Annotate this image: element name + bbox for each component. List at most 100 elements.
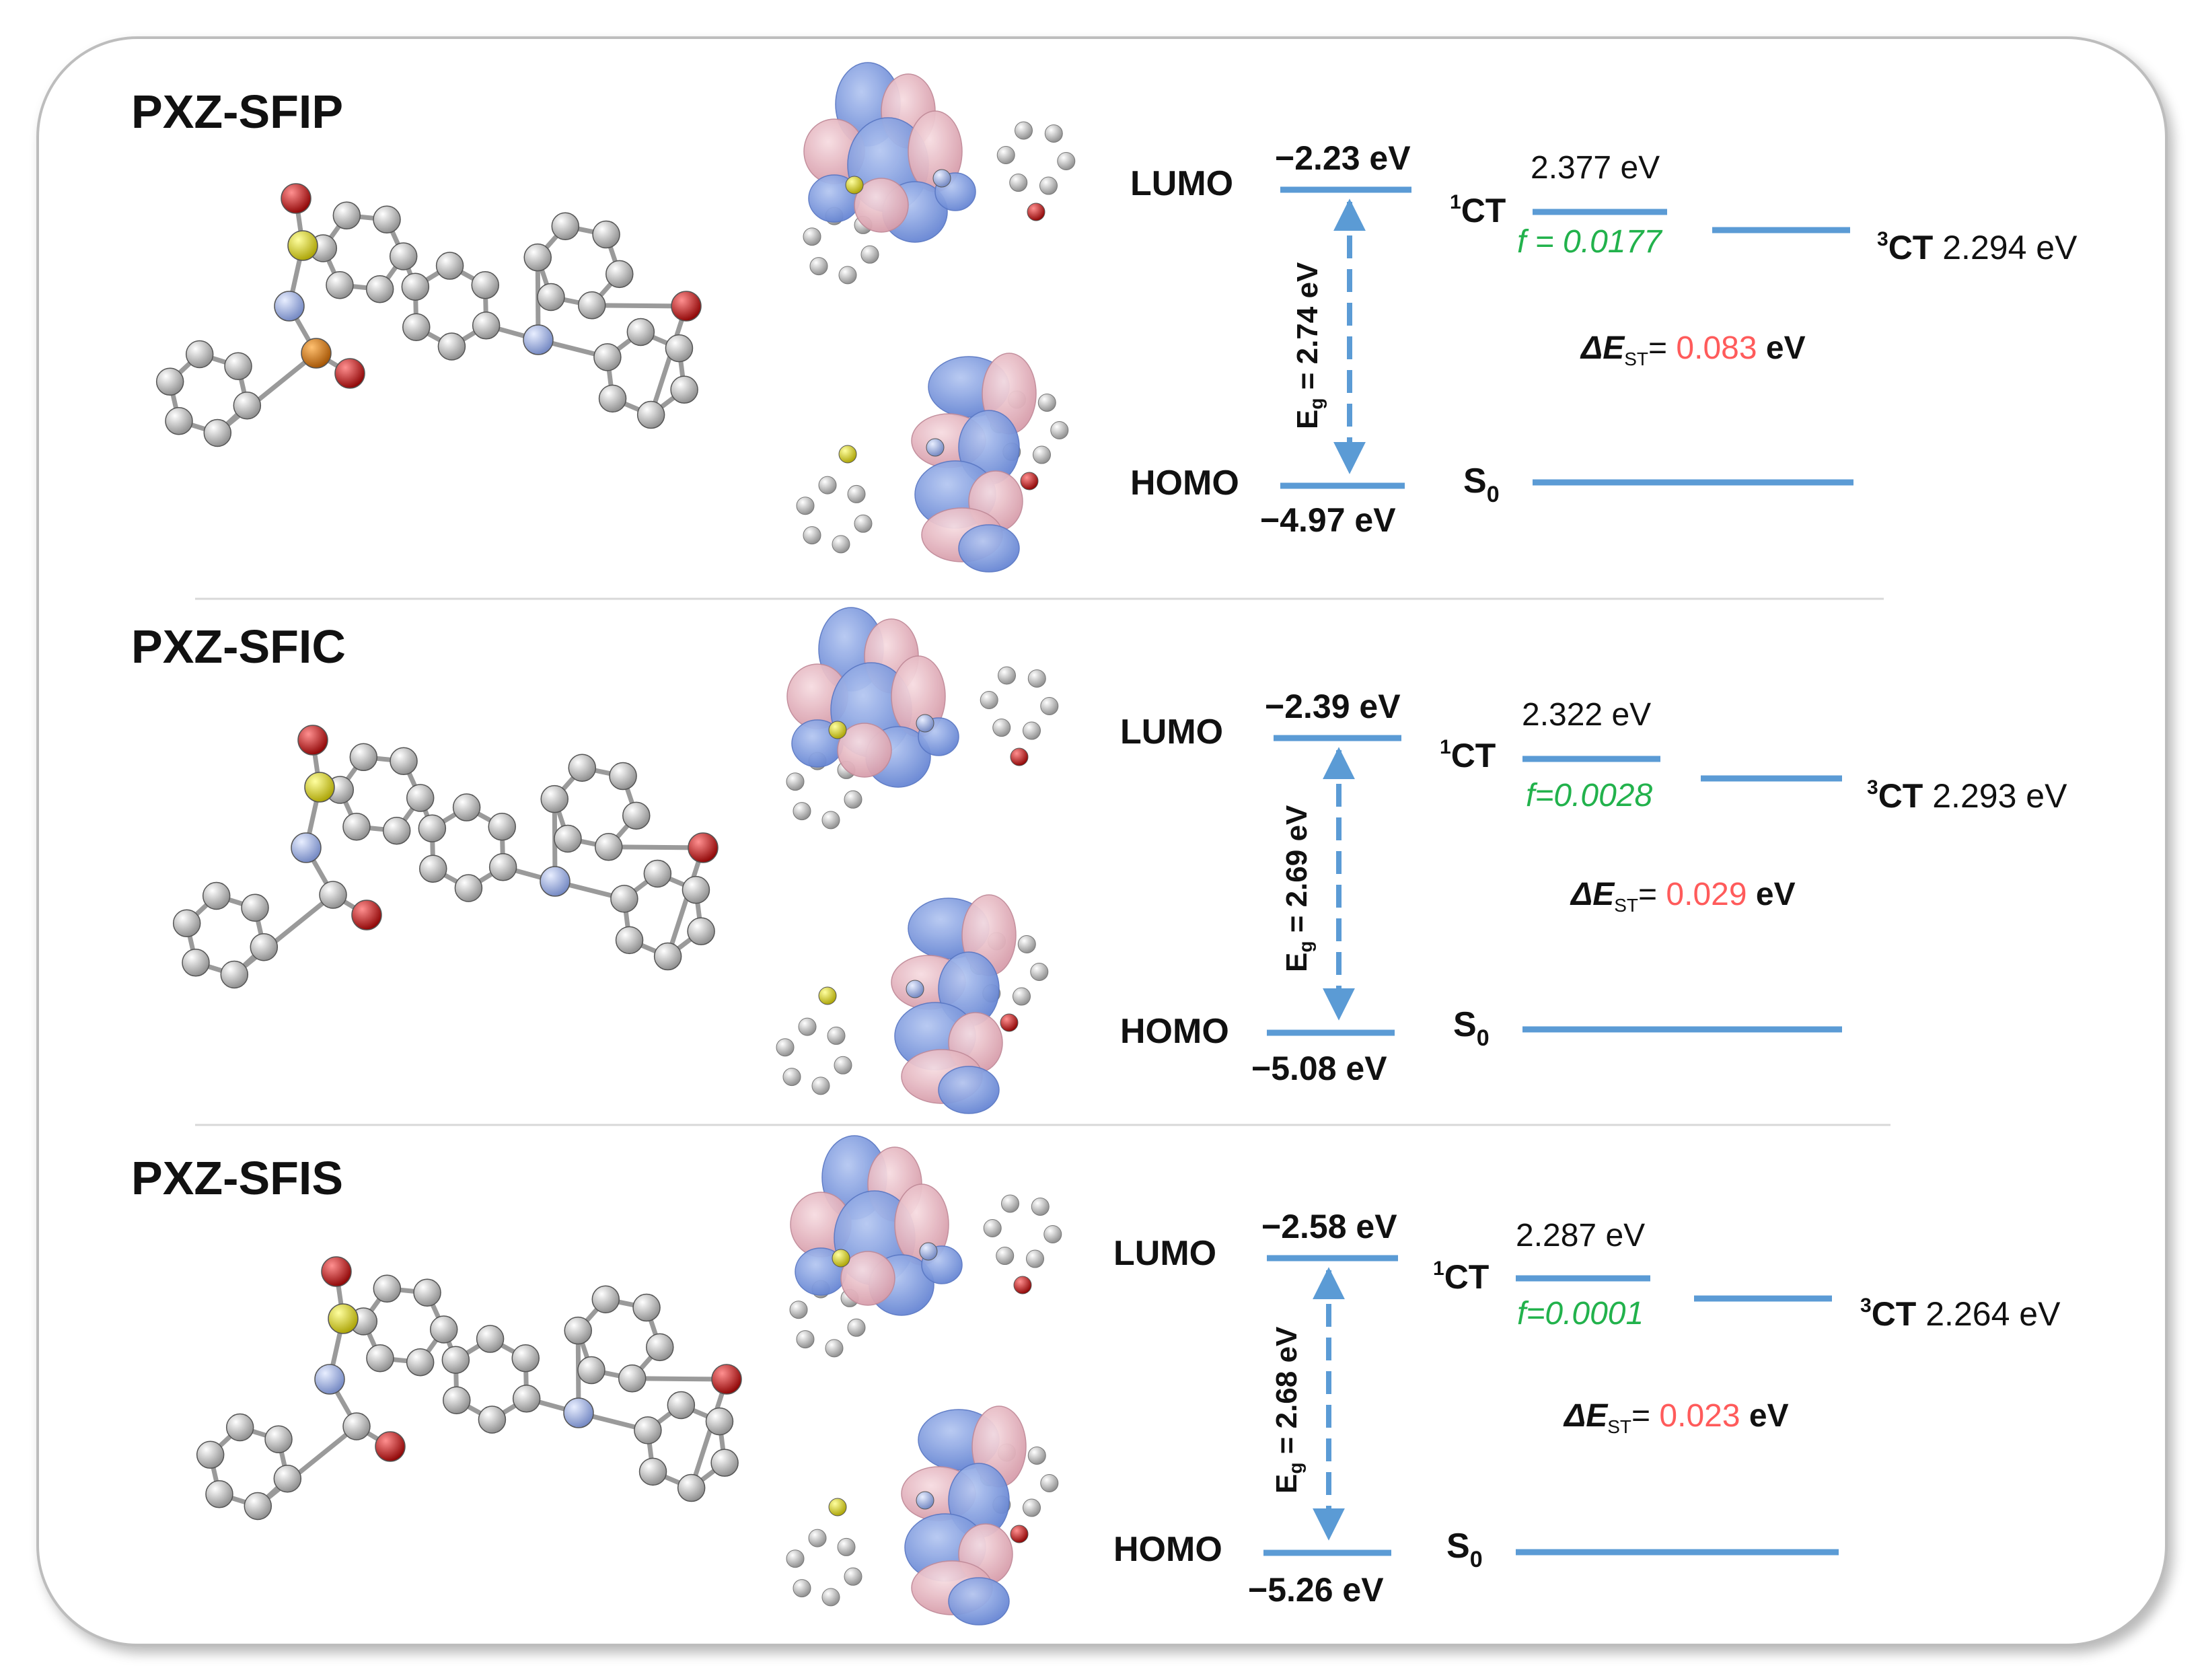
oxygen-atom (711, 1364, 742, 1395)
carbon-atom (1043, 1225, 1062, 1243)
bond (689, 1378, 729, 1489)
oxygen-atom (1020, 472, 1039, 490)
carbon-atom (793, 1579, 811, 1598)
carbon-atom (264, 1425, 293, 1453)
carbon-atom (478, 1405, 507, 1434)
orbital-lobe-negative (854, 178, 909, 233)
carbon-atom (452, 793, 481, 821)
oxygen-atom (297, 725, 328, 756)
lumo-orbital-surface (803, 62, 1076, 285)
lumo-orbital-surface (786, 607, 1059, 830)
carbon-atom (241, 893, 269, 922)
carbon-atom (326, 270, 354, 299)
carbon-atom (419, 854, 447, 883)
singlet-ct-label: 1CT (1433, 1257, 1489, 1296)
carbon-atom (598, 384, 627, 413)
sulfur-atom (838, 445, 857, 464)
orbital-lobe-negative (837, 723, 892, 778)
carbon-atom (1001, 1194, 1020, 1213)
homo-label: HOMO (1113, 1530, 1222, 1569)
carbon-atom (591, 1285, 620, 1313)
homo-energy: −5.26 eV (1248, 1571, 1384, 1609)
carbon-atom (472, 312, 501, 340)
carbon-atom (1050, 421, 1069, 439)
nitrogen-atom (916, 1491, 934, 1510)
carbon-atom (844, 1567, 862, 1586)
carbon-atom (196, 1440, 225, 1469)
oxygen-atom (281, 183, 311, 214)
carbon-atom (443, 1386, 471, 1414)
carbon-atom (273, 1464, 302, 1493)
carbon-atom (441, 1346, 470, 1374)
carbon-atom (488, 813, 516, 841)
homo-energy: −5.08 eV (1251, 1050, 1387, 1087)
nitrogen-atom (563, 1397, 594, 1428)
carbon-atom (250, 933, 279, 961)
nitrogen-atom (932, 169, 951, 188)
carbon-atom (342, 812, 371, 841)
carbon-atom (808, 1529, 827, 1547)
singlet-triplet-gap: ΔEST= 0.023 eV (1563, 1398, 1789, 1437)
nitrogen-atom (919, 1242, 938, 1261)
phosphorus-atom (301, 338, 332, 369)
carbon-atom (471, 271, 499, 299)
oxygen-atom (1027, 203, 1045, 221)
carbon-atom (1032, 445, 1051, 464)
carbon-atom (220, 960, 249, 989)
bond (256, 1424, 359, 1508)
carbon-atom (1017, 935, 1036, 953)
carbon-atom (365, 275, 394, 303)
carbon-atom (568, 754, 597, 782)
carbon-atom (646, 1333, 674, 1362)
s1-energy: 2.377 eV (1531, 150, 1660, 186)
carbon-atom (592, 220, 620, 249)
homo-orbital-surface (796, 353, 1069, 573)
oxygen-atom (671, 291, 702, 322)
singlet-triplet-gap: ΔEST= 0.083 eV (1580, 330, 1806, 369)
bond (591, 303, 687, 309)
s1-energy: 2.322 eV (1522, 697, 1651, 733)
carbon-atom (1030, 962, 1049, 981)
carbon-atom (1022, 721, 1041, 740)
oxygen-atom (1010, 1525, 1029, 1543)
carbon-atom (782, 1068, 801, 1087)
orbital-lobe-positive (938, 1066, 1000, 1114)
s0-label: S0 (1463, 462, 1500, 507)
orbital-lobe-positive (958, 524, 1020, 573)
carbon-atom (811, 1076, 830, 1095)
triplet-ct-label: 3CT 2.293 eV (1867, 776, 2067, 815)
molecule-structure (172, 725, 719, 989)
oxygen-atom (334, 358, 365, 389)
carbon-atom (677, 1473, 706, 1502)
carbon-atom (687, 917, 715, 945)
carbon-atom (610, 885, 638, 913)
carbon-atom (1039, 176, 1058, 195)
carbon-atom (834, 1056, 852, 1074)
carbon-atom (1037, 393, 1056, 412)
carbon-atom (172, 909, 201, 938)
carbon-atom (406, 1348, 435, 1377)
carbon-atom (638, 1457, 667, 1486)
carbon-atom (1027, 1446, 1046, 1465)
nitrogen-atom (926, 438, 945, 457)
carbon-atom (182, 949, 210, 977)
carbon-atom (615, 926, 644, 955)
carbon-atom (818, 476, 837, 495)
lumo-label: LUMO (1130, 164, 1233, 203)
singlet-triplet-gap: ΔEST= 0.029 eV (1570, 877, 1796, 916)
lumo-energy: −2.23 eV (1275, 139, 1411, 177)
bond (216, 351, 318, 435)
sulfur-atom (818, 986, 837, 1005)
carbon-atom (1057, 151, 1076, 170)
carbon-atom (203, 418, 232, 447)
carbon-atom (789, 1301, 808, 1319)
carbon-atom (512, 1385, 541, 1413)
panel-pxz-sfip: PXZ-SFIP LUMO −2.23 eV HOMO −4.97 eV Eg … (131, 62, 2078, 573)
carbon-atom (349, 743, 378, 772)
carbon-atom (185, 340, 214, 369)
carbon-atom (996, 146, 1015, 165)
carbon-atom (793, 802, 811, 821)
carbon-atom (827, 1026, 846, 1045)
carbon-atom (435, 252, 464, 280)
carbon-atom (798, 1017, 817, 1036)
